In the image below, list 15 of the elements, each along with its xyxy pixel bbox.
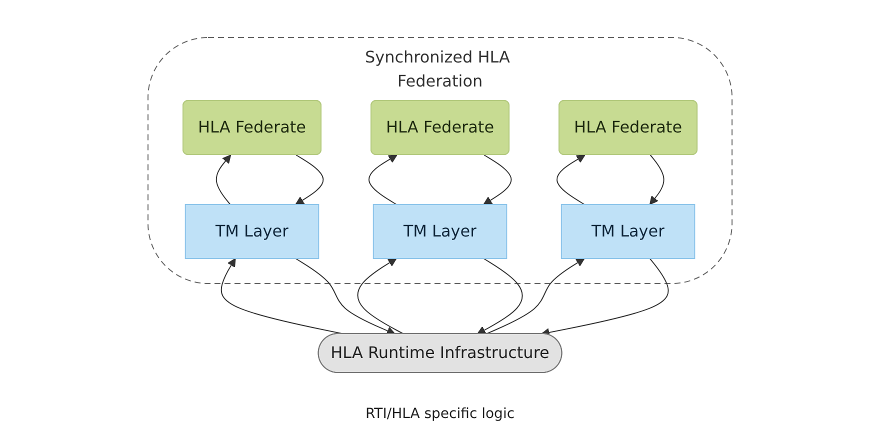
node-box: TM Layer <box>184 204 320 259</box>
annotation-text: RTI/HLA specific logic <box>365 406 515 422</box>
arrow <box>295 154 324 205</box>
arrow <box>476 258 523 334</box>
arrow <box>295 258 396 335</box>
arrow <box>540 258 669 337</box>
node-box: TM Layer <box>372 204 508 259</box>
node-box: TM Layer <box>560 204 696 259</box>
arrow <box>216 154 232 205</box>
arrow <box>357 258 404 334</box>
arrow <box>486 258 585 334</box>
arrow <box>556 154 586 205</box>
arrow <box>483 154 512 205</box>
arrow <box>368 154 398 205</box>
arrow <box>649 154 664 205</box>
